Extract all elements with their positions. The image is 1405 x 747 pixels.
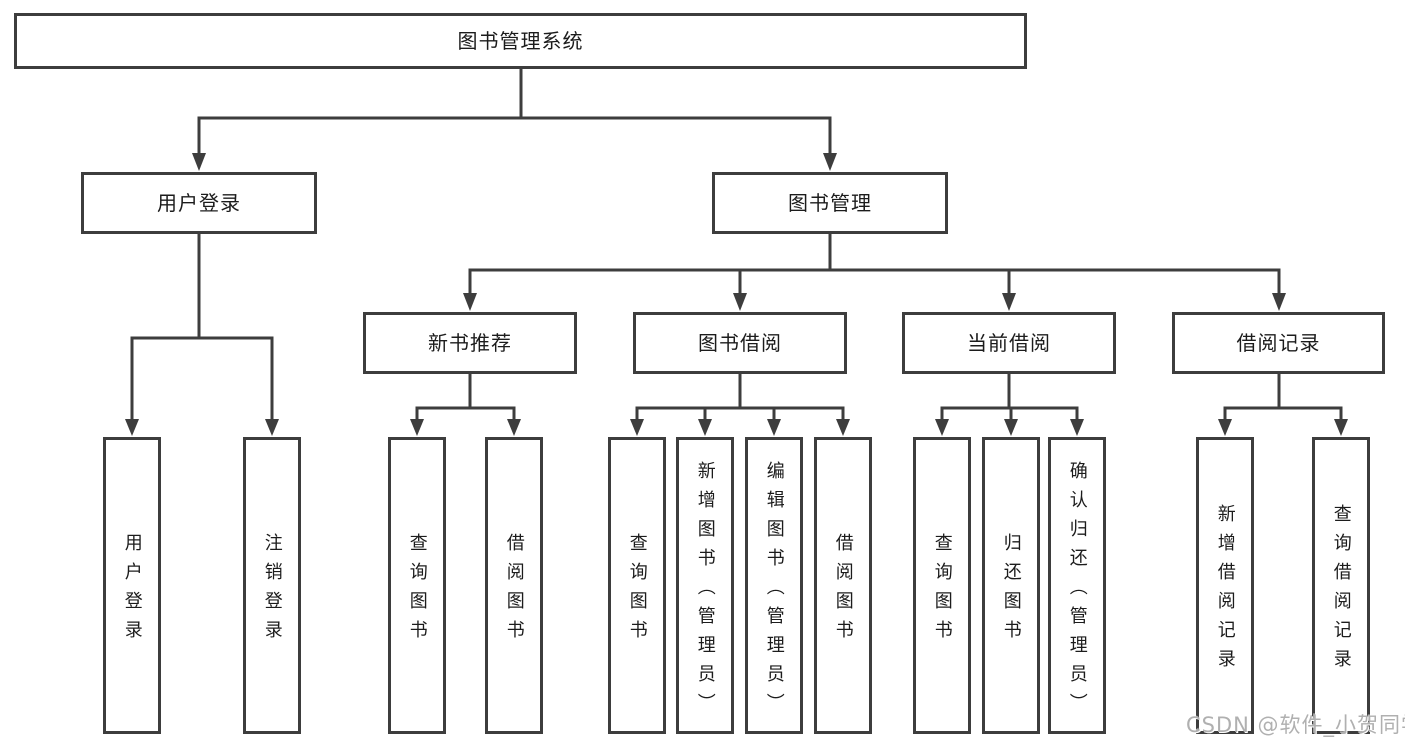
arrow-down-icon [733,293,747,311]
arrow-down-icon [630,419,644,436]
node-book-management: 图书管理 [712,172,948,234]
leaf-query-book-borrow: 查询图书 [608,437,666,734]
node-current-borrow: 当前借阅 [902,312,1116,374]
node-new-book-recommend: 新书推荐 [363,312,577,374]
leaf-query-book-current-label: 查询图书 [931,533,953,649]
node-root-system-label: 图书管理系统 [457,29,584,53]
arrow-down-icon [935,419,949,436]
arrow-down-icon [125,419,139,436]
arrow-down-icon [192,153,206,171]
leaf-query-borrow-record-label: 查询借阅记录 [1330,504,1352,678]
node-borrow-record-label: 借阅记录 [1236,331,1321,355]
node-book-management-label: 图书管理 [788,191,872,215]
arrow-down-icon [265,419,279,436]
leaf-confirm-return-admin: 确认归还（管理员） [1048,437,1106,734]
leaf-add-book-admin: 新增图书（管理员） [676,437,734,734]
arrow-down-icon [836,419,850,436]
arrow-down-icon [1218,419,1232,436]
arrow-down-icon [1272,293,1286,311]
node-current-borrow-label: 当前借阅 [967,331,1051,355]
leaf-query-book-recommend-label: 查询图书 [406,533,428,649]
leaf-query-book-recommend: 查询图书 [388,437,446,734]
connector-paths [130,67,1343,424]
leaf-user-login-label: 用户登录 [121,533,143,649]
arrow-down-icon [1070,419,1084,436]
arrow-down-icon [1002,293,1016,311]
arrow-down-icon [823,153,837,171]
leaf-edit-book-admin-label: 编辑图书（管理员） [763,460,785,722]
arrow-down-icon [698,419,712,436]
node-new-book-recommend-label: 新书推荐 [428,331,512,355]
node-root-system: 图书管理系统 [14,13,1027,69]
leaf-add-borrow-record: 新增借阅记录 [1196,437,1254,734]
node-user-login-label: 用户登录 [157,191,241,215]
arrowhead-icons [125,153,1348,436]
node-borrow-record: 借阅记录 [1172,312,1385,374]
leaf-borrow-book-label: 借阅图书 [832,533,854,649]
leaf-return-book: 归还图书 [982,437,1040,734]
leaf-user-login: 用户登录 [103,437,161,734]
leaf-add-book-admin-label: 新增图书（管理员） [694,460,716,722]
leaf-borrow-book-recommend: 借阅图书 [485,437,543,734]
node-book-borrow-label: 图书借阅 [698,331,782,355]
arrow-down-icon [463,293,477,311]
leaf-add-borrow-record-label: 新增借阅记录 [1214,504,1236,678]
leaf-query-borrow-record: 查询借阅记录 [1312,437,1370,734]
node-book-borrow: 图书借阅 [633,312,847,374]
arrow-down-icon [767,419,781,436]
arrow-down-icon [1004,419,1018,436]
arrow-down-icon [1334,419,1348,436]
leaf-edit-book-admin: 编辑图书（管理员） [745,437,803,734]
arrow-down-icon [507,419,521,436]
leaf-query-book-current: 查询图书 [913,437,971,734]
leaf-logout-label: 注销登录 [261,533,283,649]
leaf-borrow-book: 借阅图书 [814,437,872,734]
leaf-confirm-return-admin-label: 确认归还（管理员） [1066,460,1088,722]
leaf-query-book-borrow-label: 查询图书 [626,533,648,649]
arrow-down-icon [410,419,424,436]
leaf-borrow-book-recommend-label: 借阅图书 [503,533,525,649]
leaf-logout: 注销登录 [243,437,301,734]
leaf-return-book-label: 归还图书 [1000,533,1022,649]
node-user-login: 用户登录 [81,172,317,234]
csdn-watermark: CSDN @软件_小贺同学 [1186,713,1405,737]
